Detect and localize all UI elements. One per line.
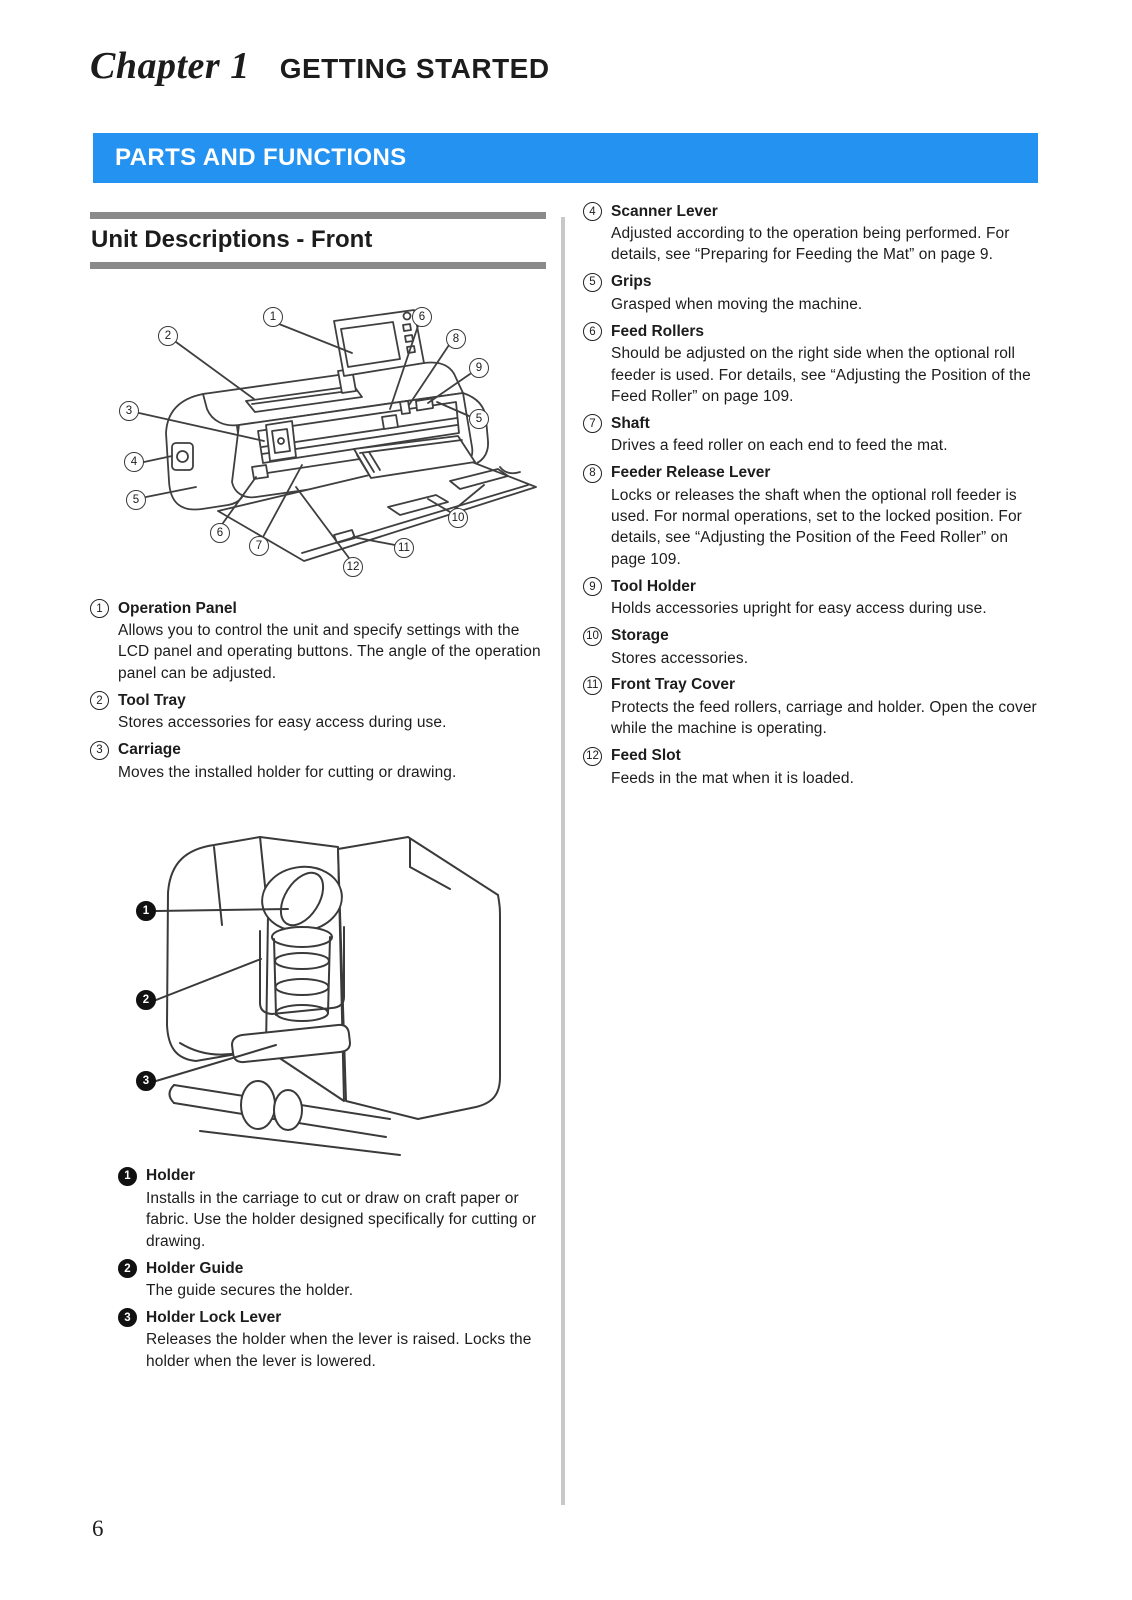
part-item-tool-holder: 9 Tool Holder Holds accessories upright … bbox=[583, 577, 1040, 619]
part-title: Operation Panel bbox=[118, 599, 237, 617]
part-number-badge: 8 bbox=[583, 463, 602, 483]
callout-badge: 5 bbox=[469, 409, 489, 429]
part-description: Stores accessories. bbox=[611, 649, 749, 667]
part-title: Holder bbox=[146, 1167, 196, 1185]
part-item-shaft: 7 Shaft Drives a feed roller on each end… bbox=[583, 414, 1040, 456]
part-item-carriage: 3 Carriage Moves the installed holder fo… bbox=[90, 740, 546, 783]
part-description: Stores accessories for easy access durin… bbox=[118, 714, 447, 732]
callout-badge: 6 bbox=[210, 523, 230, 543]
part-item-holder-lock-lever: 3 Holder Lock Lever Releases the holder … bbox=[118, 1308, 546, 1372]
section-banner-title: PARTS AND FUNCTIONS bbox=[115, 144, 407, 171]
part-description: The guide secures the holder. bbox=[146, 1282, 354, 1299]
part-title: Scanner Lever bbox=[611, 202, 718, 220]
part-description: Allows you to control the unit and speci… bbox=[118, 622, 541, 682]
callout-badge: 5 bbox=[126, 490, 146, 510]
part-item-scanner-lever: 4 Scanner Lever Adjusted according to th… bbox=[583, 202, 1040, 266]
part-number-badge: 2 bbox=[90, 691, 109, 711]
callout-badge: 10 bbox=[448, 508, 468, 528]
callout-badge: 4 bbox=[124, 452, 144, 472]
part-item-storage: 10 Storage Stores accessories. bbox=[583, 626, 1040, 669]
part-title: Holder Lock Lever bbox=[146, 1308, 282, 1326]
part-list-front: 1 Operation Panel Allows you to control … bbox=[90, 599, 546, 783]
callout-badge: 2 bbox=[136, 989, 156, 1010]
chapter-title: GETTING STARTED bbox=[279, 53, 550, 84]
part-title: Carriage bbox=[118, 741, 181, 758]
chapter-header: Chapter 1 GETTING STARTED bbox=[90, 44, 550, 88]
machine-front-illustration: 1 2 6 8 9 3 5 4 5 6 7 10 11 12 bbox=[106, 299, 546, 589]
section-banner: PARTS AND FUNCTIONS bbox=[93, 133, 1038, 183]
part-item-grips: 5 Grips Grasped when moving the machine. bbox=[583, 272, 1040, 315]
part-number-badge: 10 bbox=[583, 626, 602, 646]
part-title: Feed Rollers bbox=[611, 322, 705, 340]
part-description: Holds accessories upright for easy acces… bbox=[611, 600, 987, 618]
part-number-badge: 2 bbox=[118, 1259, 137, 1278]
part-item-holder: 1 Holder Installs in the carriage to cut… bbox=[118, 1166, 546, 1252]
part-description: Should be adjusted on the right side whe… bbox=[611, 345, 1031, 405]
part-number-badge: 1 bbox=[90, 599, 109, 618]
part-number-badge: 7 bbox=[583, 414, 602, 434]
part-number-badge: 4 bbox=[583, 202, 602, 221]
callout-badge: 11 bbox=[394, 538, 414, 558]
callout-badge: 9 bbox=[469, 358, 489, 378]
part-number-badge: 3 bbox=[118, 1308, 137, 1328]
part-title: Tool Tray bbox=[118, 691, 186, 709]
callout-badge: 3 bbox=[119, 401, 139, 421]
holder-closeup-illustration: 1 2 3 bbox=[110, 797, 510, 1157]
part-description: Locks or releases the shaft when the opt… bbox=[611, 486, 1022, 568]
callout-badge: 3 bbox=[136, 1070, 156, 1091]
subsection-bar-top bbox=[90, 212, 546, 219]
right-column: 4 Scanner Lever Adjusted according to th… bbox=[583, 202, 1040, 796]
part-description: Adjusted according to the operation bein… bbox=[611, 225, 1010, 264]
callout-badge: 7 bbox=[249, 536, 269, 556]
part-title: Feed Slot bbox=[611, 747, 681, 765]
part-number-badge: 6 bbox=[583, 322, 602, 342]
part-description: Grasped when moving the machine. bbox=[611, 295, 863, 313]
part-description: Installs in the carriage to cut or draw … bbox=[146, 1189, 537, 1250]
part-list-holder: 1 Holder Installs in the carriage to cut… bbox=[118, 1166, 546, 1372]
callout-badge: 6 bbox=[412, 307, 432, 327]
part-item-front-tray-cover: 11 Front Tray Cover Protects the feed ro… bbox=[583, 675, 1040, 740]
part-title: Tool Holder bbox=[611, 577, 696, 595]
part-description: Releases the holder when the lever is ra… bbox=[146, 1331, 532, 1370]
chapter-label: Chapter 1 bbox=[90, 45, 250, 87]
callout-badge: 2 bbox=[158, 326, 178, 346]
subsection-title: Unit Descriptions - Front bbox=[91, 226, 373, 253]
part-description: Feeds in the mat when it is loaded. bbox=[611, 769, 855, 787]
part-number-badge: 9 bbox=[583, 577, 602, 597]
part-title: Grips bbox=[611, 273, 652, 291]
part-item-feed-slot: 12 Feed Slot Feeds in the mat when it is… bbox=[583, 746, 1040, 789]
subsection-bar-bottom bbox=[90, 262, 546, 269]
part-number-badge: 11 bbox=[583, 675, 602, 695]
part-title: Storage bbox=[611, 627, 669, 644]
left-column: Unit Descriptions - Front bbox=[90, 212, 546, 1379]
part-title: Shaft bbox=[611, 414, 650, 432]
part-item-feed-rollers: 6 Feed Rollers Should be adjusted on the… bbox=[583, 322, 1040, 407]
part-number-badge: 3 bbox=[90, 740, 109, 760]
part-title: Holder Guide bbox=[146, 1259, 244, 1277]
callout-badge: 1 bbox=[136, 900, 156, 921]
part-item-tool-tray: 2 Tool Tray Stores accessories for easy … bbox=[90, 691, 546, 733]
callout-badge: 1 bbox=[263, 307, 283, 327]
part-description: Drives a feed roller on each end to feed… bbox=[611, 437, 948, 455]
part-number-badge: 1 bbox=[118, 1166, 137, 1186]
machine-front-drawing bbox=[138, 309, 537, 562]
part-title: Feeder Release Lever bbox=[611, 464, 771, 482]
part-description: Moves the installed holder for cutting o… bbox=[118, 763, 457, 781]
part-number-badge: 5 bbox=[583, 272, 602, 292]
holder-closeup-drawing bbox=[155, 835, 501, 1156]
part-item-operation-panel: 1 Operation Panel Allows you to control … bbox=[90, 599, 546, 684]
part-description: Protects the feed rollers, carriage and … bbox=[611, 698, 1037, 738]
part-item-holder-guide: 2 Holder Guide The guide secures the hol… bbox=[118, 1259, 546, 1301]
part-title: Front Tray Cover bbox=[611, 676, 736, 694]
part-number-badge: 12 bbox=[583, 746, 602, 766]
page-number: 6 bbox=[92, 1516, 104, 1541]
part-item-feeder-release-lever: 8 Feeder Release Lever Locks or releases… bbox=[583, 463, 1040, 571]
column-divider bbox=[561, 217, 565, 1505]
callout-badge: 12 bbox=[343, 557, 363, 577]
callout-badge: 8 bbox=[446, 329, 466, 349]
